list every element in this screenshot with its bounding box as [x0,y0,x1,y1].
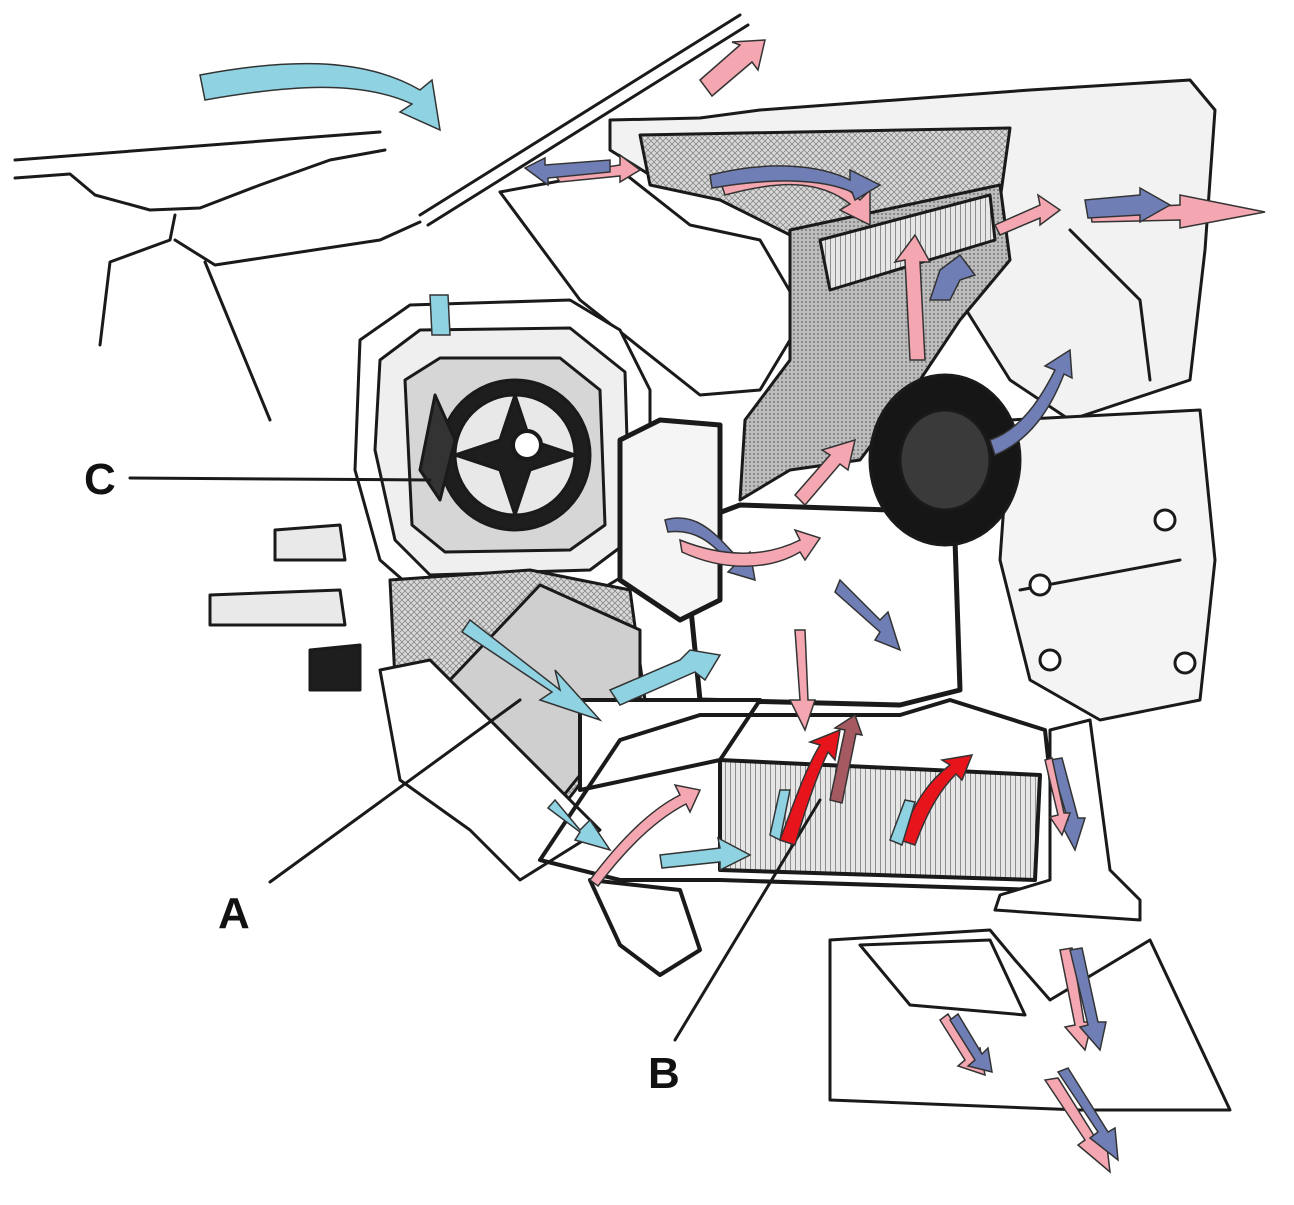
fresh-air-arrow [889,799,916,847]
callout-label-c: C [84,455,116,504]
cool-air-arrow [1056,1067,1119,1162]
fresh-air-arrow [608,649,722,706]
warm-air-arrow [1089,194,1266,229]
warm-air-arrow [993,193,1062,236]
airflow-arrows [199,39,1266,1174]
warm-air-arrow [788,629,817,732]
cool-air-arrow [989,348,1073,457]
cool-air-arrow [948,1012,993,1074]
warm-air-arrow [793,438,857,507]
cool-air-arrow [1084,186,1172,224]
hot-air-arrow [899,754,974,846]
center-vent-duct [738,183,1012,502]
fresh-air-arrow [769,789,791,842]
warm-air-arrow [1044,757,1072,837]
cool-air-arrow [1069,947,1107,1052]
fresh-air-arrow [546,798,612,852]
coolant-pipes [208,523,362,692]
windshield-cowl [13,13,750,422]
fresh-air-arrow [659,836,752,872]
cool-air-arrow [928,253,977,301]
fresh-air-arrow [429,294,451,336]
leader-line-c [128,476,432,482]
warm-air-arrow [679,528,822,567]
cool-air-arrow [709,165,882,202]
warm-air-arrow [893,233,932,361]
hot-air-arrow [779,728,841,846]
leader-line-a [268,698,522,884]
heater-core-flow-arrow [829,713,864,804]
warm-air-arrow [588,783,702,888]
cool-air-arrow [834,578,902,652]
fresh-air-intake-arrow [199,62,441,132]
cool-air-arrow [523,156,611,187]
fresh-air-arrow [460,618,603,722]
floor-duct [828,718,1232,1112]
right-dash-structure [868,228,1217,722]
blower-motor-housing [353,298,652,597]
warm-air-arrow [1043,1077,1111,1174]
warm-air-arrow [698,39,766,98]
callout-label-b: B [648,1049,680,1098]
callout-label-a: A [218,889,250,938]
